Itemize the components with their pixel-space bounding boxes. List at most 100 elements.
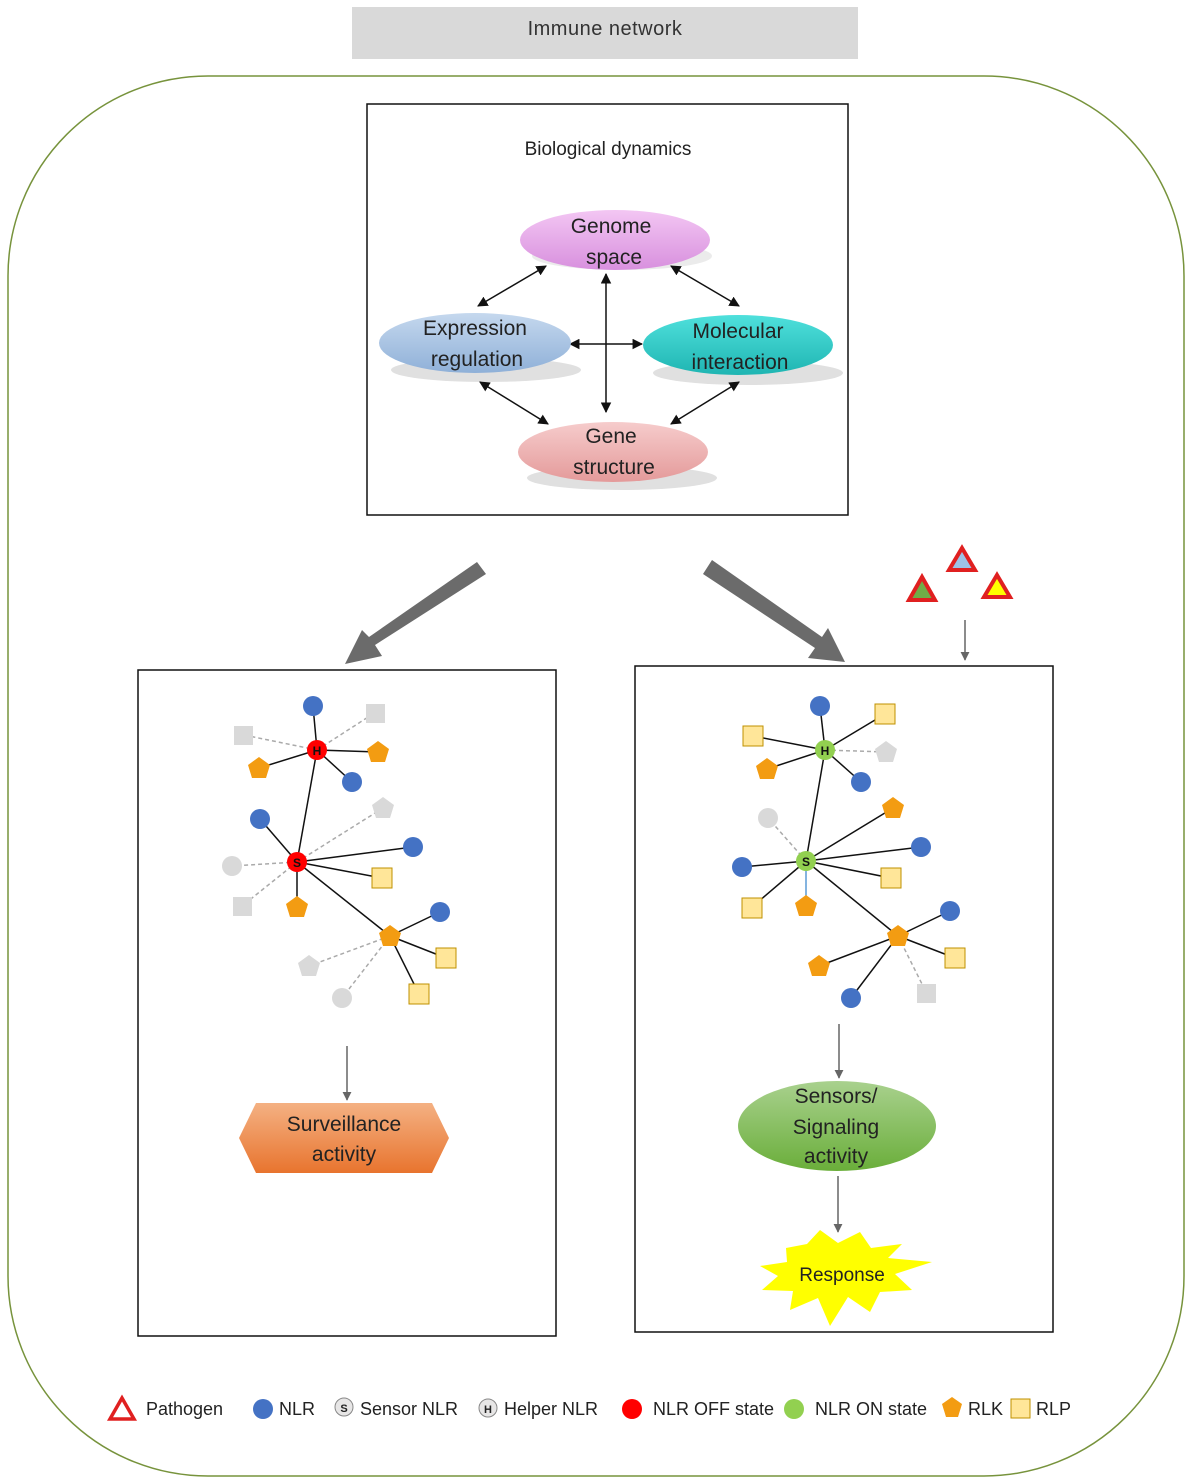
molecular-label-2: interaction [692, 351, 789, 374]
gene-label-1: Gene [585, 425, 636, 448]
legend-helper-nlr-label: Helper NLR [504, 1399, 598, 1419]
right-network: H S [732, 696, 966, 1008]
edge [850, 935, 899, 999]
expression-regulation-node [379, 313, 571, 373]
legend-nlr-label: NLR [279, 1399, 315, 1419]
pathogen-icon-green [905, 572, 939, 602]
left-network: H S [222, 696, 457, 1008]
inactive-rlk-node [875, 741, 897, 762]
nlr-node [851, 772, 871, 792]
edge [805, 860, 892, 879]
edge [243, 734, 318, 751]
rlk-node [887, 925, 909, 946]
edge [741, 860, 807, 868]
pathogen-icon-blue [945, 544, 979, 572]
genome-space-node [520, 210, 710, 270]
legend-nlr-off-label: NLR OFF state [653, 1399, 774, 1419]
rlk-node [379, 925, 401, 946]
title-bar: Immune network [352, 7, 858, 59]
sensor-mark: S [802, 855, 810, 869]
legend-rlk-label: RLK [968, 1399, 1003, 1419]
arrow-genome-molecular [670, 265, 740, 307]
signaling-label-1: Sensors/ [795, 1085, 878, 1108]
inactive-nlr-node [332, 988, 352, 1008]
rlk-node [286, 896, 308, 917]
inactive-rlp-node [917, 984, 936, 1003]
pathogens [905, 544, 1014, 661]
nlr-node [911, 837, 931, 857]
edge [818, 935, 899, 967]
legend-helper-mark: H [484, 1404, 492, 1416]
legend-pathogen-label: Pathogen [146, 1399, 223, 1419]
rlk-node [248, 757, 270, 778]
edge [805, 807, 894, 862]
rlp-node [371, 867, 393, 889]
inactive-nlr-node [758, 808, 778, 828]
genome-label-1: Genome [571, 215, 652, 238]
edge [296, 749, 318, 863]
edge [805, 860, 899, 937]
gene-label-2: structure [573, 456, 655, 479]
legend-sensor-mark: S [340, 1403, 347, 1415]
gene-structure-node [518, 422, 708, 482]
expression-label-2: regulation [431, 348, 523, 371]
diagram-title: Immune network [527, 18, 683, 40]
sensor-nlr-off-node [287, 852, 307, 872]
legend-rlk-icon [942, 1397, 962, 1417]
rlp-node [741, 897, 763, 919]
sensors-signaling-shape [738, 1081, 936, 1171]
arrow-to-left-panel [345, 562, 486, 664]
surveillance-label-1: Surveillance [287, 1113, 401, 1136]
big-arrows [345, 560, 845, 664]
right-panel-box [634, 665, 1054, 1333]
inactive-rlk-node [372, 797, 394, 818]
edge [308, 935, 391, 967]
inactive-rlp-node [233, 897, 252, 916]
rlp-node [880, 867, 902, 889]
arrow-genome-expression [477, 265, 547, 307]
arrow-molecular-gene [670, 381, 740, 425]
inactive-rlk-node [298, 955, 320, 976]
rlp-node [874, 703, 896, 725]
helper-nlr-off-node [307, 740, 327, 760]
edge [296, 846, 414, 863]
rlp-node [742, 725, 764, 747]
arrow-expression-gene [479, 381, 549, 425]
rlp-node [435, 947, 457, 969]
inactive-rlp-node [234, 726, 253, 745]
response-burst-shape [760, 1230, 932, 1326]
edge [296, 807, 384, 863]
nlr-node [841, 988, 861, 1008]
legend-pathogen-icon [106, 1394, 138, 1421]
nlr-node [430, 902, 450, 922]
sensor-nlr-on-node [796, 851, 816, 871]
nlr-node [940, 901, 960, 921]
legend: Pathogen NLR S Sensor NLR H Helper NLR N… [106, 1394, 1071, 1421]
nlr-node [403, 837, 423, 857]
nlr-node [342, 772, 362, 792]
rlk-node [367, 741, 389, 762]
left-panel-box [137, 669, 557, 1337]
edge [752, 735, 826, 751]
edge [805, 846, 922, 862]
legend-nlr-on-icon [784, 1399, 804, 1419]
pathogen-icon-yellow [980, 571, 1014, 599]
helper-mark: H [821, 744, 830, 758]
legend-sensor-nlr-label: Sensor NLR [360, 1399, 458, 1419]
arrow-to-right-panel [703, 560, 845, 662]
edge [805, 749, 826, 862]
expression-label-1: Expression [423, 317, 527, 340]
sensor-mark: S [293, 856, 301, 870]
nlr-node [250, 809, 270, 829]
rlp-node [408, 983, 430, 1005]
helper-mark: H [313, 744, 322, 758]
rlk-node [882, 797, 904, 818]
dynamics-heading: Biological dynamics [525, 139, 692, 160]
surveillance-activity-shape [239, 1103, 449, 1173]
legend-sensor-nlr-icon [334, 1397, 354, 1417]
signaling-label-3: activity [804, 1145, 869, 1168]
legend-rlp-label: RLP [1036, 1399, 1071, 1419]
genome-label-2: space [586, 246, 642, 269]
nlr-node [810, 696, 830, 716]
